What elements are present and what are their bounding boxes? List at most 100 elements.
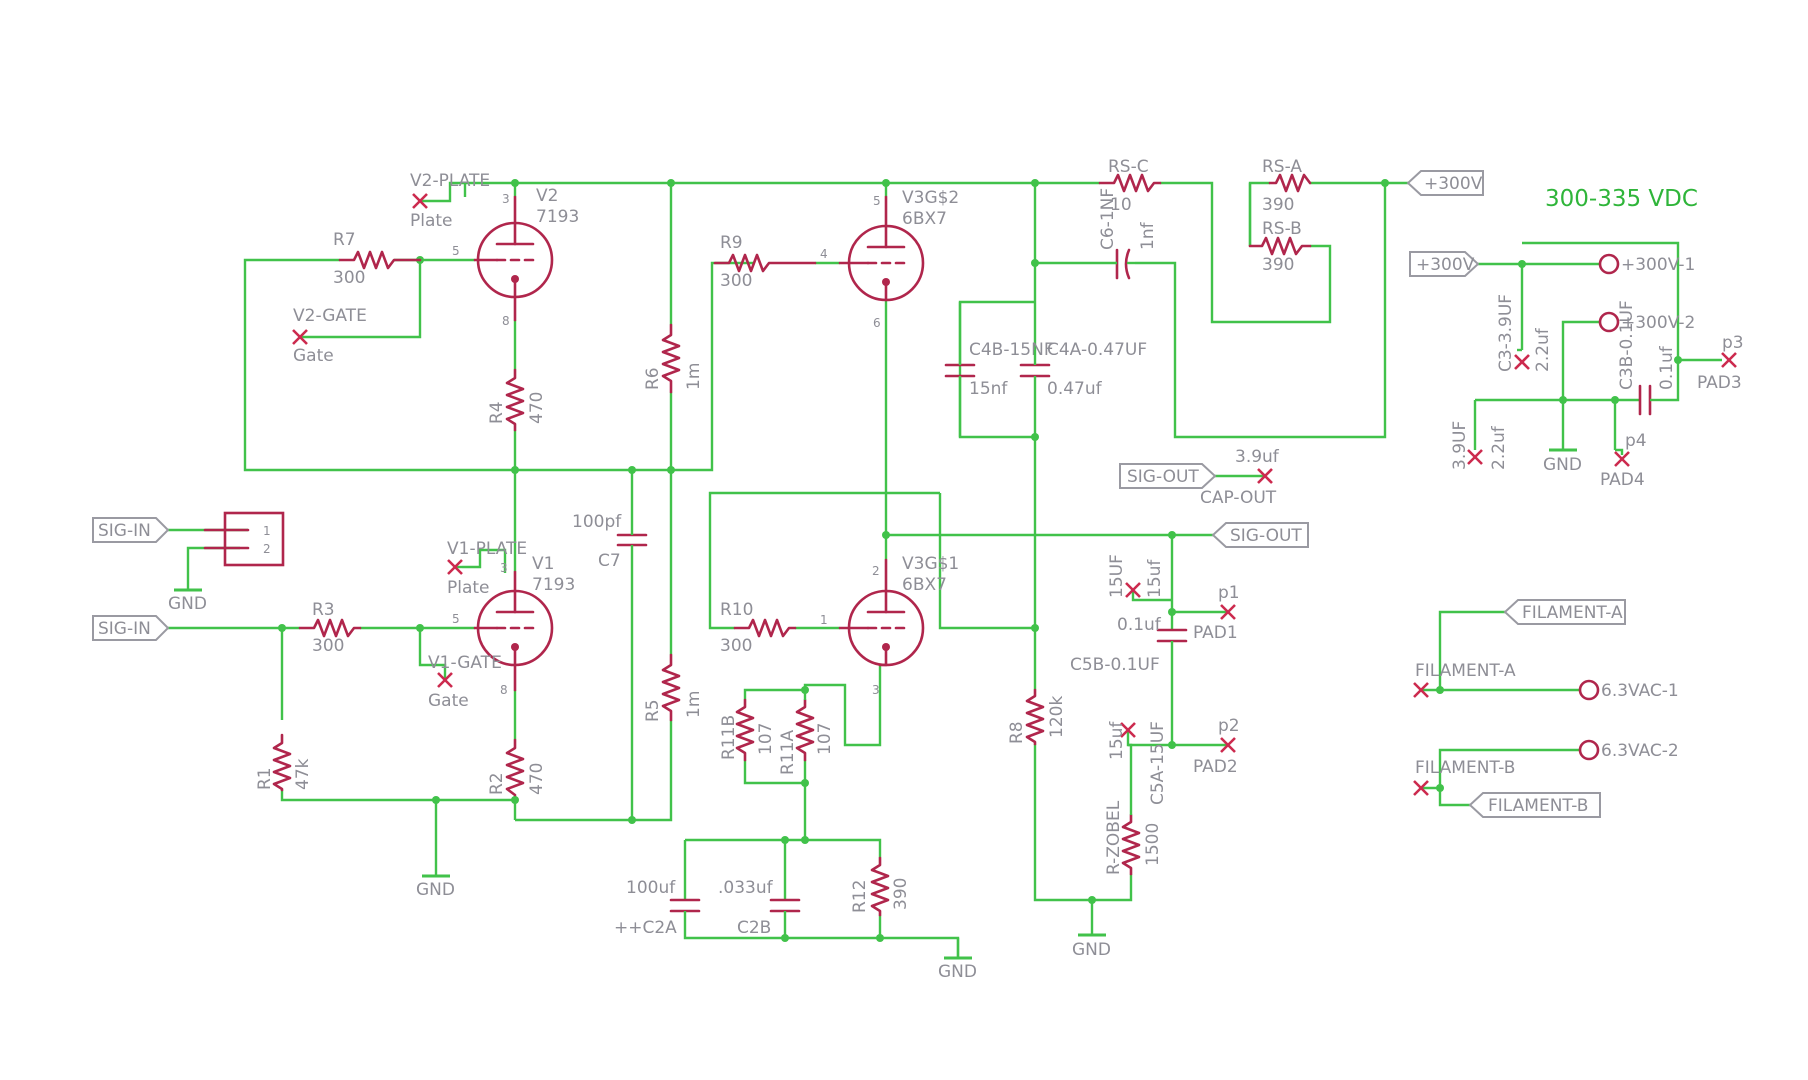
tube-v2[interactable]: V2 7193 3 5 8	[452, 186, 579, 328]
resistor-rsa[interactable]: RS-A 390	[1262, 157, 1312, 215]
capacitor-value: 1nf	[1138, 221, 1158, 250]
testpoint-name: 15UF	[1107, 554, 1127, 598]
capacitor-c2b[interactable]: .033uf C2B	[718, 878, 801, 938]
tube-v3g1[interactable]: V3G$1 6BX7 2 1 3	[820, 554, 959, 697]
pad-300v-2[interactable]: +300V-2	[1598, 311, 1695, 333]
testpoint-value: 3.9uf	[1235, 447, 1280, 467]
gnd-symbol: GND	[168, 585, 207, 614]
capacitor-c3b[interactable]: C3B-0.1UF 0.1uf	[1617, 300, 1677, 416]
flag-sig-out-1[interactable]: SIG-OUT	[1119, 463, 1217, 489]
resistor-value: 300	[720, 636, 752, 656]
flag-plus300-2[interactable]: +300V	[1409, 251, 1480, 277]
capacitor-value: 100pf	[572, 512, 622, 532]
testpoint-15uf[interactable]: 15UF 15uf	[1107, 554, 1165, 598]
flag-filament-b[interactable]: FILAMENT-B	[1468, 792, 1601, 818]
flag-filament-a[interactable]: FILAMENT-A	[1503, 599, 1626, 625]
pin-label: 3	[872, 683, 880, 697]
resistor-value: 107	[756, 723, 776, 755]
flag-plus300-1[interactable]: +300V	[1406, 170, 1484, 196]
resistor-r8[interactable]: R8 120k	[1007, 688, 1067, 746]
resistor-rzobel[interactable]: R-ZOBEL 1500	[1104, 743, 1163, 876]
capacitor-name: C2B	[737, 918, 771, 938]
pad-name: 6.3VAC-1	[1601, 681, 1679, 701]
resistor-r4[interactable]: R4 470	[487, 368, 547, 432]
resistor-name: R7	[333, 230, 356, 250]
testpoint-v2-gate[interactable]: V2-GATE Gate	[292, 306, 367, 366]
capacitor-name: C7	[598, 551, 621, 571]
resistor-value: 47k	[293, 758, 313, 790]
tube-type: 7193	[536, 207, 579, 227]
testpoint-pad1[interactable]: p1 PAD1	[1193, 583, 1240, 643]
resistor-r12[interactable]: R12 390	[850, 856, 911, 917]
capacitor-c3[interactable]: C3-3.9UF 2.2uf	[1496, 294, 1553, 372]
capacitor-c6[interactable]: C6-1NF 1nf	[1090, 188, 1158, 280]
pin-label: 5	[452, 612, 460, 626]
resistor-rsc[interactable]: RS-C 10	[1098, 157, 1162, 215]
capacitor-name: C3B-0.1UF	[1617, 300, 1637, 390]
resistor-r2[interactable]: R2 470	[487, 738, 547, 797]
pad-6-3vac-1[interactable]: 6.3VAC-1	[1578, 679, 1679, 701]
resistor-value: 300	[312, 636, 344, 656]
resistor-r5[interactable]: R5 1m	[643, 653, 704, 722]
flag-label: +300V	[1424, 174, 1483, 194]
flag-sig-in-2[interactable]: SIG-IN	[92, 615, 170, 641]
resistor-value: 1m	[684, 691, 704, 718]
supply-voltage-title: 300-335 VDC	[1545, 186, 1698, 212]
testpoint-sub: Gate	[293, 346, 334, 366]
wires	[168, 181, 1722, 958]
capacitor-c5b[interactable]: 0.1uf C5B-0.1UF	[1070, 615, 1188, 675]
capacitor-c2a[interactable]: 100uf ++C2A	[614, 878, 701, 938]
resistor-rsb[interactable]: RS-B 390	[1248, 219, 1312, 275]
tube-v3g2[interactable]: V3G$2 6BX7 5 4 6	[820, 188, 959, 330]
resistor-r11b[interactable]: R11B 107	[719, 698, 776, 762]
resistor-r9[interactable]: R9 300	[713, 233, 817, 291]
testpoint-v1-plate[interactable]: V1-PLATE Plate	[447, 539, 527, 598]
resistor-r10[interactable]: R10 300	[720, 600, 797, 656]
resistor-name: R8	[1007, 721, 1027, 744]
testpoint-sub: PAD4	[1600, 470, 1645, 490]
resistor-r3[interactable]: R3 300	[298, 600, 362, 656]
input-connector[interactable]: 1 2	[203, 511, 285, 567]
tube-name: V1	[532, 554, 554, 574]
testpoint-3-9uf[interactable]: 3.9UF 2.2uf	[1450, 421, 1509, 470]
pin-label: 3	[502, 192, 510, 206]
capacitor-c7[interactable]: 100pf C7	[572, 512, 648, 571]
resistor-r11a[interactable]: R11A 107	[778, 690, 835, 775]
testpoint-filament-b[interactable]: FILAMENT-B	[1413, 758, 1515, 796]
pad-300v-1[interactable]: +300V-1	[1598, 253, 1695, 275]
resistor-r7[interactable]: R7 300	[333, 230, 422, 288]
tube-v1[interactable]: V1 7193 3 5 8	[452, 554, 575, 697]
capacitor-c4b[interactable]: C4B-15NF 15nf	[944, 340, 1054, 437]
capacitor-name: C3-3.9UF	[1496, 294, 1516, 372]
testpoint-name: V1-GATE	[428, 653, 502, 673]
resistor-value: 10	[1110, 195, 1132, 215]
capacitor-c5a-label: C5A-15UF	[1148, 721, 1168, 805]
resistor-value: 1m	[684, 363, 704, 390]
testpoint-15uf-lower[interactable]: 15uf	[1107, 721, 1136, 760]
flag-sig-in-1[interactable]: SIG-IN	[92, 517, 170, 543]
flag-label: SIG-IN	[98, 521, 151, 541]
testpoint-pad2[interactable]: p2 PAD2	[1193, 716, 1240, 777]
pad-6-3vac-2[interactable]: 6.3VAC-2	[1578, 739, 1679, 761]
flag-sig-out-2[interactable]: SIG-OUT	[1211, 522, 1309, 548]
resistor-value: 470	[527, 392, 547, 424]
gnd-label: GND	[1543, 455, 1582, 475]
testpoint-filament-a[interactable]: FILAMENT-A	[1413, 661, 1516, 698]
testpoint-sub: Gate	[428, 691, 469, 711]
flag-label: SIG-OUT	[1127, 467, 1199, 487]
resistor-value: 300	[333, 268, 365, 288]
testpoint-pad3[interactable]: p3 PAD3	[1697, 333, 1744, 393]
testpoint-name: 15uf	[1107, 721, 1127, 760]
gnd-symbol: GND	[416, 874, 455, 900]
testpoint-pad4[interactable]: p4 PAD4	[1600, 431, 1647, 490]
testpoint-cap-out[interactable]: 3.9uf CAP-OUT	[1200, 447, 1280, 508]
testpoint-c3[interactable]	[1514, 354, 1530, 370]
testpoint-v2-plate[interactable]: V2-PLATE Plate	[410, 171, 490, 231]
testpoint-name: p2	[1218, 716, 1240, 736]
capacitor-c4a[interactable]: C4A-0.47UF 0.47uf	[1019, 340, 1147, 399]
junctions	[278, 179, 1682, 942]
capacitor-value: 2.2uf	[1533, 327, 1553, 372]
resistor-r1[interactable]: R1 47k	[255, 733, 313, 792]
testpoint-v1-gate[interactable]: V1-GATE Gate	[428, 653, 502, 711]
resistor-r6[interactable]: R6 1m	[643, 323, 704, 394]
